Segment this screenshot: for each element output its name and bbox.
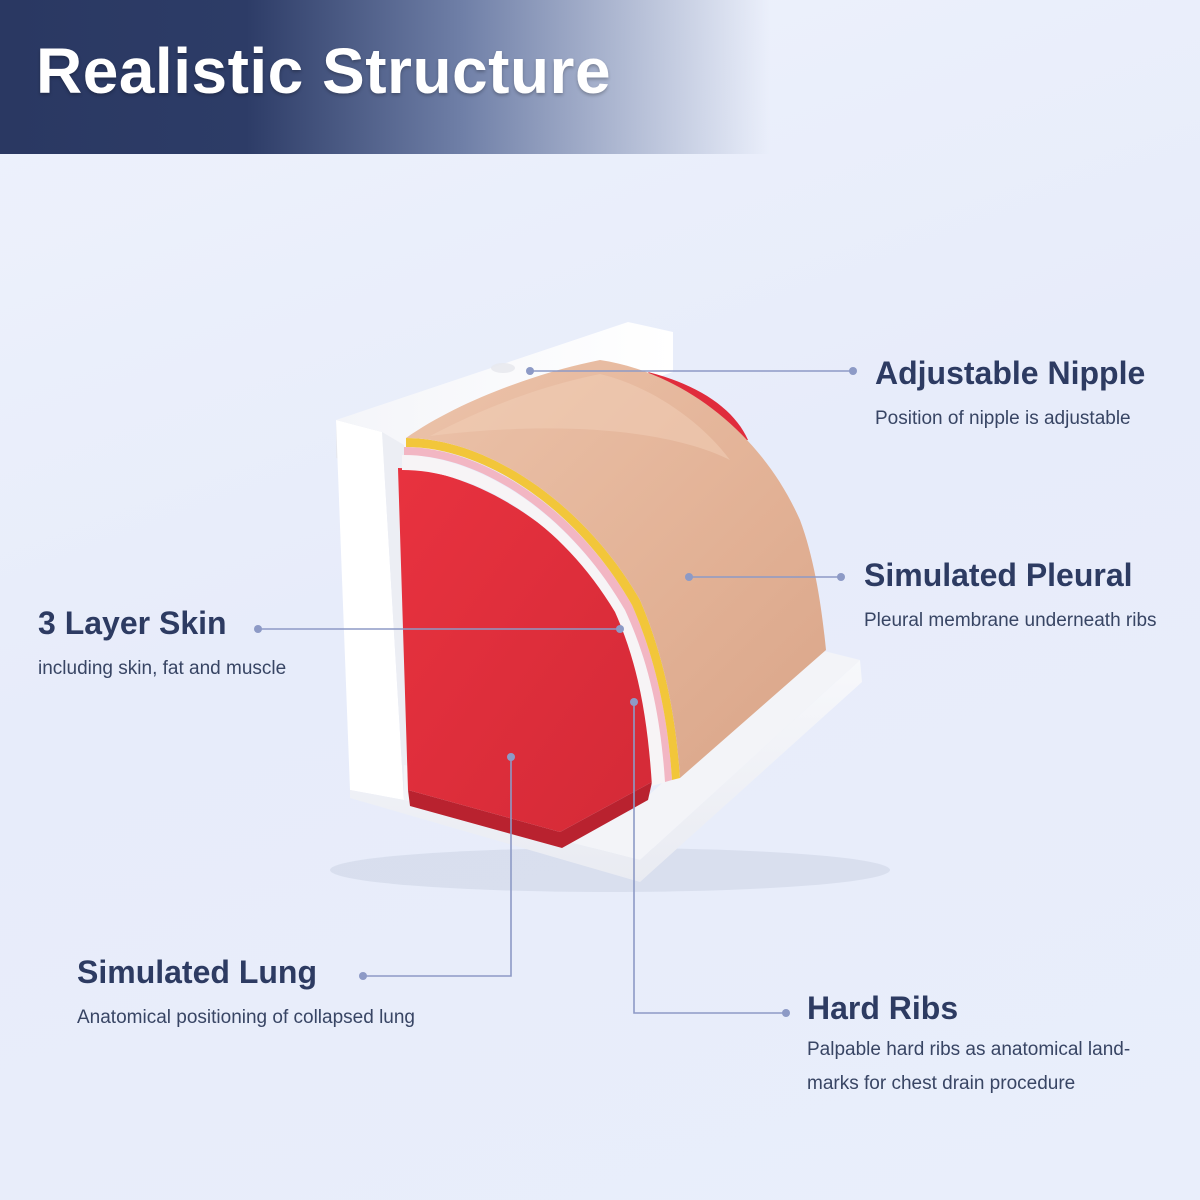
- callout-hard-ribs: Hard Ribs Palpable hard ribs as anatomic…: [807, 990, 1130, 1101]
- lung-foam-block: [398, 468, 652, 832]
- leader-dot: [526, 367, 534, 375]
- leader-dot: [782, 1009, 790, 1017]
- callout-description: Pleural membrane underneath ribs: [864, 610, 1157, 631]
- callout-simulated-pleural: Simulated Pleural Pleural membrane under…: [864, 557, 1157, 638]
- leader-dot: [254, 625, 262, 633]
- stand-left-upright: [336, 420, 404, 800]
- callout-description: Palpable hard ribs as anatomical land-ma…: [807, 1033, 1130, 1101]
- callout-title: Simulated Pleural: [864, 557, 1133, 593]
- leader-dot: [507, 753, 515, 761]
- callout-description: Position of nipple is adjustable: [875, 408, 1131, 429]
- leader-dot: [849, 367, 857, 375]
- callout-simulated-lung: Simulated Lung Anatomical positioning of…: [77, 954, 415, 1035]
- callout-3-layer-skin: 3 Layer Skin including skin, fat and mus…: [38, 605, 286, 686]
- leader-dot: [685, 573, 693, 581]
- leader-dot: [837, 573, 845, 581]
- callout-title: Adjustable Nipple: [875, 355, 1146, 391]
- leader-dot: [359, 972, 367, 980]
- skin-layer: [406, 360, 826, 778]
- callout-adjustable-nipple: Adjustable Nipple Position of nipple is …: [875, 355, 1145, 436]
- leader-ribs: [633, 702, 786, 1014]
- callout-description-line: Palpable hard ribs as anatomical land-: [807, 1039, 1131, 1060]
- nipple: [491, 363, 515, 373]
- page-title: Realistic Structure: [36, 35, 612, 107]
- stand-base-plate: [350, 660, 862, 882]
- callout-description: Anatomical positioning of collapsed lung: [77, 1007, 415, 1028]
- leader-dot: [616, 625, 624, 633]
- leader-lung: [363, 757, 512, 977]
- leader-dot: [630, 698, 638, 706]
- callout-title: Simulated Lung: [77, 954, 317, 990]
- callout-title: 3 Layer Skin: [38, 605, 227, 641]
- callout-description: including skin, fat and muscle: [38, 658, 287, 679]
- callout-title: Hard Ribs: [807, 990, 959, 1026]
- callout-description-line: marks for chest drain procedure: [807, 1073, 1076, 1094]
- header-banner: Realistic Structure: [0, 0, 770, 154]
